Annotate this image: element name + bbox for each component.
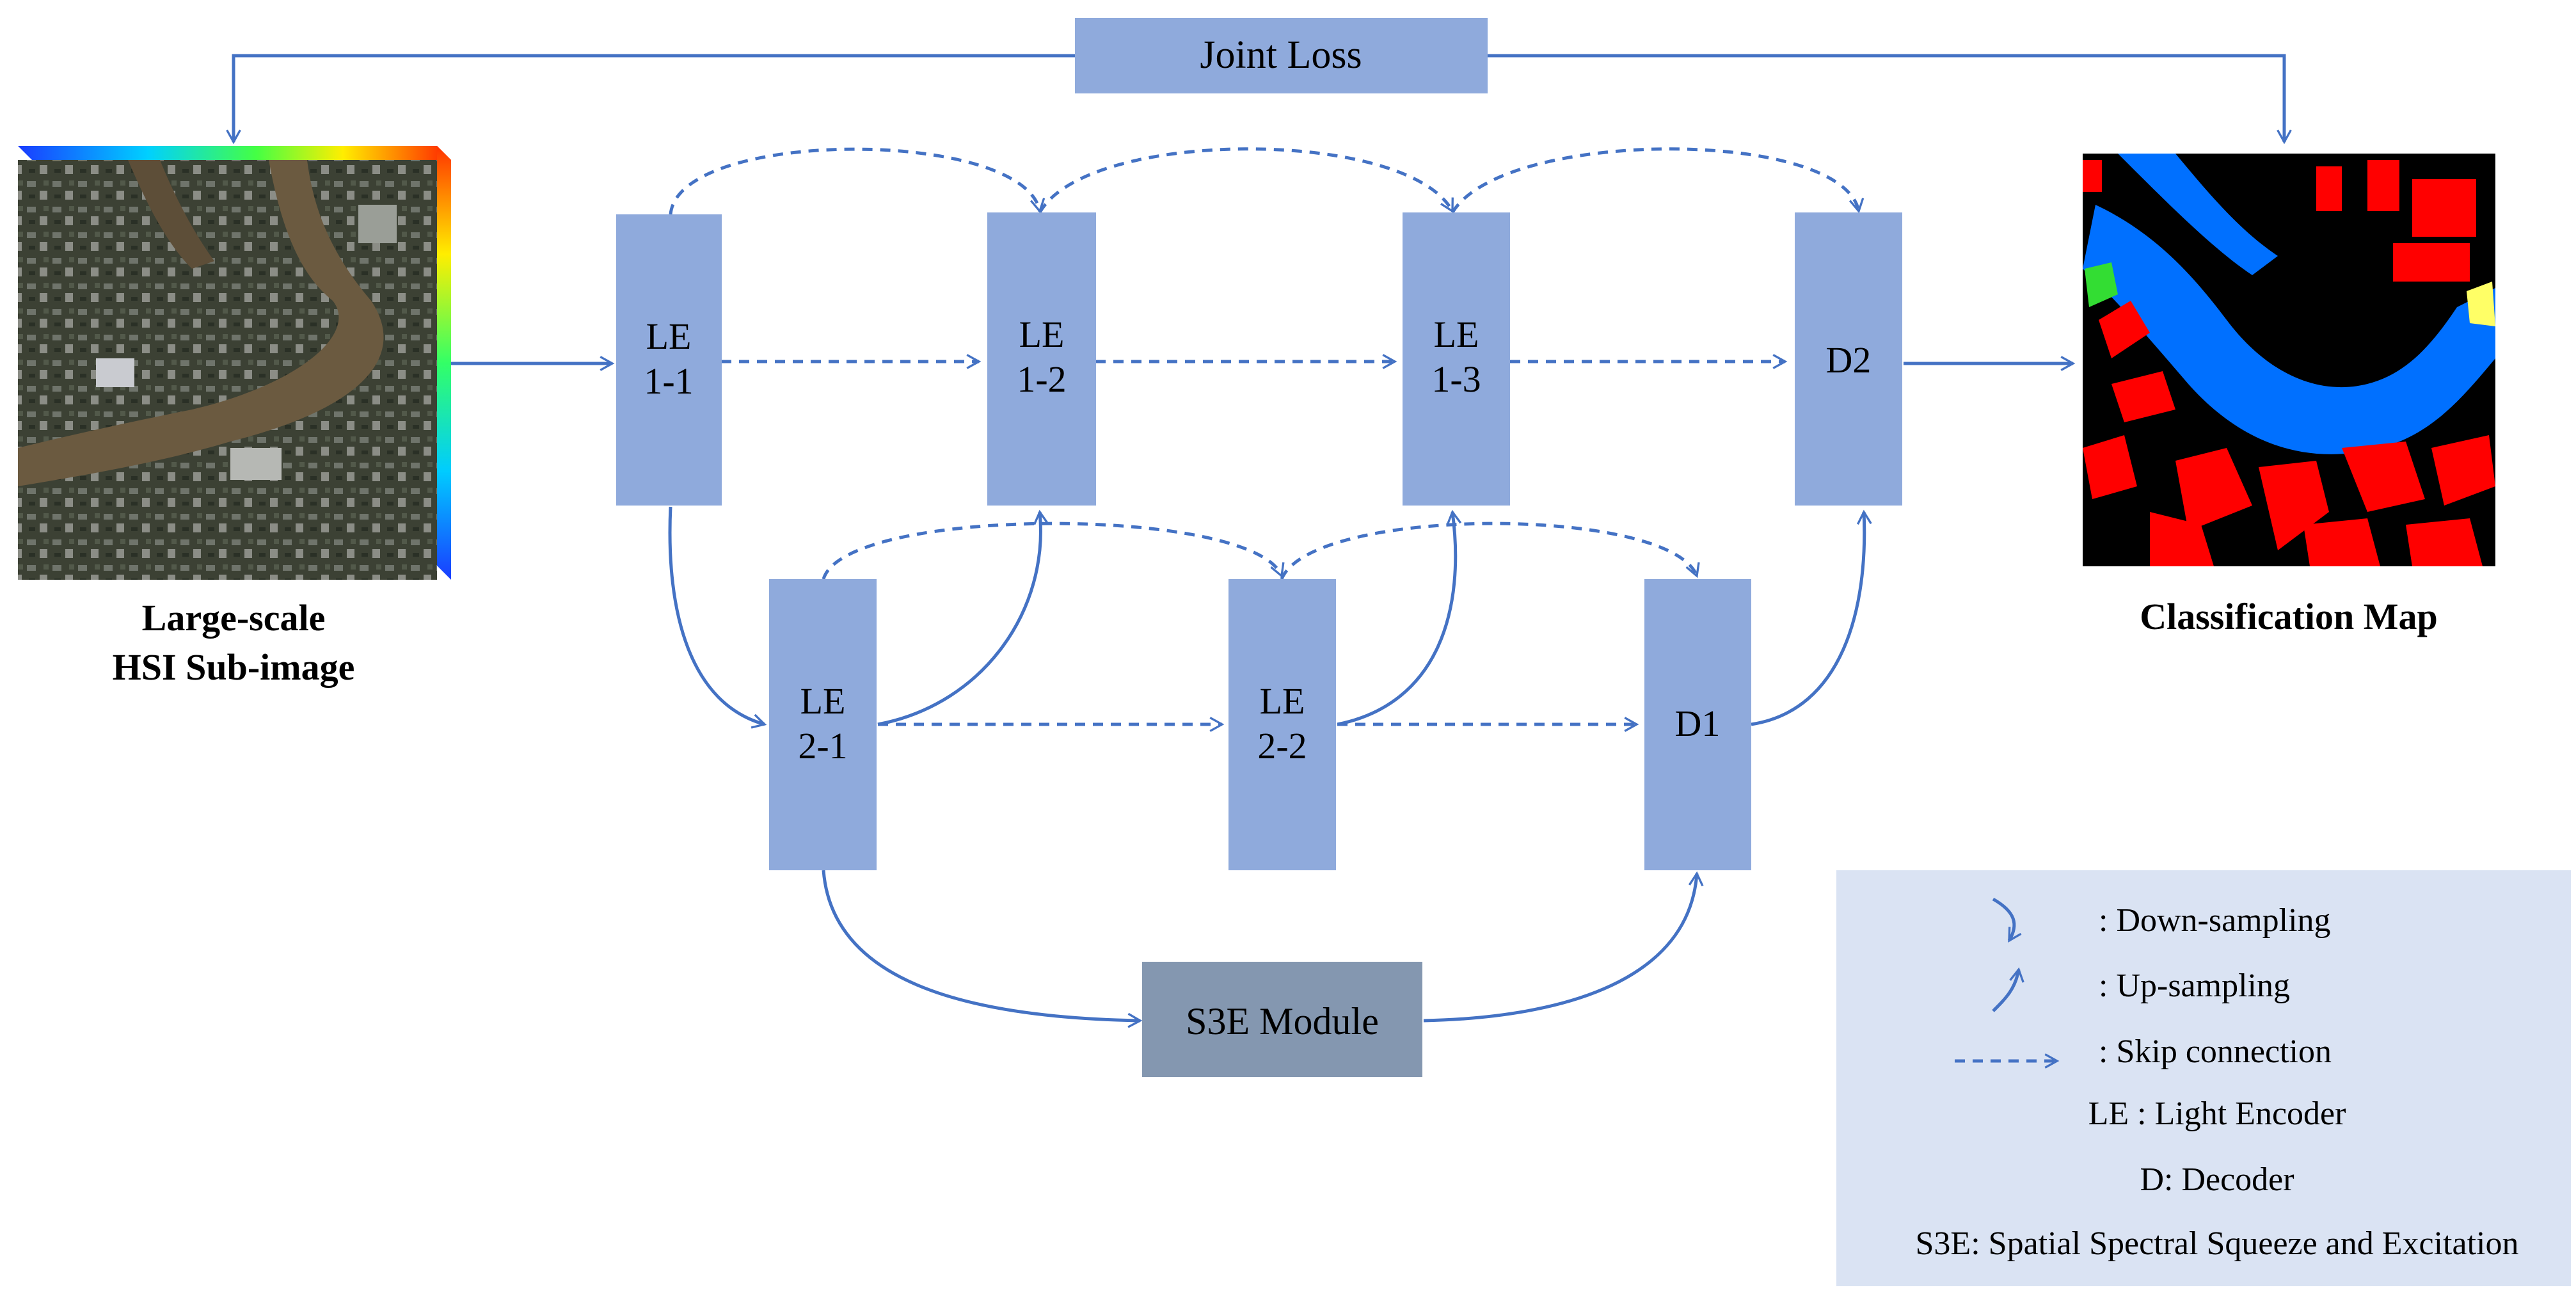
s3e-label: S3E Module	[1186, 1000, 1379, 1042]
le22-label-line2: 2-2	[1257, 725, 1307, 767]
hsi-cube-top-face	[18, 146, 451, 160]
legend-up-sampling-text: : Up-sampling	[2099, 968, 2290, 1004]
skip-connections	[669, 147, 1864, 732]
skip-arc-le11-to-le12	[669, 147, 1046, 215]
loss-to-output-arrow	[1488, 54, 2292, 145]
skip-arc-le22-to-d1	[1280, 522, 1700, 580]
legend-up-sampling-arrow	[1992, 967, 2024, 1012]
hsi-bright-area-2	[230, 448, 282, 480]
node-le12: LE 1-2	[987, 212, 1096, 506]
le22-label-line1: LE	[1260, 680, 1305, 722]
d1-box	[1644, 579, 1751, 870]
node-le11: LE 1-1	[616, 214, 722, 506]
hsi-river-branch	[128, 160, 214, 269]
map-building-7	[2083, 435, 2137, 499]
output-label: Classification Map	[2140, 596, 2438, 637]
node-d2: D2	[1795, 212, 1902, 506]
node-d1: D1	[1644, 579, 1751, 870]
legend-down-sampling-text: : Down-sampling	[2099, 902, 2331, 939]
map-water-channel	[2118, 154, 2278, 275]
legend-background	[1836, 870, 2571, 1286]
le22-to-le13-up-arrow	[1337, 509, 1462, 726]
map-building-4	[2316, 166, 2342, 211]
le21-to-s3e-arrow	[822, 870, 1143, 1028]
map-building-13	[2303, 518, 2380, 566]
map-building-15	[2083, 160, 2102, 192]
le13-box	[1403, 212, 1510, 506]
map-building-11	[2431, 435, 2495, 506]
d1-to-d2-up-arrow	[1751, 509, 1872, 726]
map-building-5	[2099, 301, 2150, 358]
le13-label-line2: 1-3	[1431, 358, 1481, 400]
le12-label-line1: LE	[1019, 314, 1065, 355]
map-water-river	[2083, 205, 2495, 454]
map-building-1	[2412, 179, 2476, 237]
legend-down-sampling-arrow	[1992, 897, 2022, 943]
d2-label: D2	[1826, 339, 1872, 381]
legend-skip-connection-text: : Skip connection	[2099, 1033, 2332, 1070]
le21-label-line1: LE	[800, 680, 846, 722]
joint-loss-box	[1075, 18, 1488, 93]
le11-label-line2: 1-1	[644, 360, 693, 402]
le12-box	[987, 212, 1096, 506]
map-vegetation	[2085, 262, 2118, 307]
legend-light-encoder-text: LE : Light Encoder	[2088, 1096, 2346, 1132]
legend-decoder-text: D: Decoder	[2140, 1161, 2294, 1198]
le21-to-le12-up-arrow	[877, 509, 1049, 726]
skip-arc-le13-to-d2	[1451, 147, 1864, 214]
input-label-line2: HSI Sub-image	[113, 646, 355, 688]
hsi-bright-area	[96, 358, 134, 387]
hsi-input-image	[18, 146, 451, 580]
map-building-6	[2111, 371, 2175, 422]
node-le22: LE 2-2	[1228, 579, 1336, 870]
map-building-3	[2367, 160, 2399, 211]
map-building-12	[2150, 512, 2214, 566]
legend-s3e-text: S3E: Spatial Spectral Squeeze and Excita…	[1916, 1225, 2519, 1262]
main-flow-arrows	[451, 356, 2076, 1028]
map-building-8	[2175, 448, 2252, 531]
hsi-river	[18, 160, 384, 486]
legend: : Down-sampling : Up-sampling : Skip con…	[1836, 870, 2571, 1286]
node-le13: LE 1-3	[1403, 212, 1510, 506]
joint-loss-connections	[226, 54, 2292, 145]
joint-loss-label: Joint Loss	[1200, 33, 1362, 77]
map-building-14	[2406, 518, 2483, 566]
d2-box	[1795, 212, 1902, 506]
hsi-cube-side-face	[437, 146, 451, 580]
le13-label-line1: LE	[1434, 314, 1479, 355]
map-building-10	[2342, 442, 2425, 512]
d1-label: D1	[1675, 703, 1721, 744]
map-building-2	[2393, 243, 2470, 282]
skip-arc-le12-to-le13	[1038, 147, 1454, 214]
le12-label-line2: 1-2	[1017, 358, 1066, 400]
loss-to-input-arrow	[226, 54, 1075, 145]
map-building-9	[2259, 461, 2329, 550]
input-label-line1: Large-scale	[142, 597, 326, 639]
le22-box	[1228, 579, 1336, 870]
node-le21: LE 2-1	[769, 579, 877, 870]
hsi-bright-area-3	[358, 205, 397, 243]
le11-to-le21-down-arrow	[668, 506, 767, 729]
node-s3e-module: S3E Module	[1142, 962, 1422, 1077]
skip-arc-le21-to-le22	[822, 522, 1285, 580]
le21-label-line2: 2-1	[798, 725, 847, 767]
s3e-box	[1142, 962, 1422, 1077]
le11-box	[616, 214, 722, 506]
classification-map	[2083, 154, 2495, 566]
map-other-class	[2467, 282, 2495, 326]
s3e-to-d1-arrow	[1423, 871, 1704, 1023]
le21-box	[769, 579, 877, 870]
le11-label-line1: LE	[646, 315, 692, 357]
